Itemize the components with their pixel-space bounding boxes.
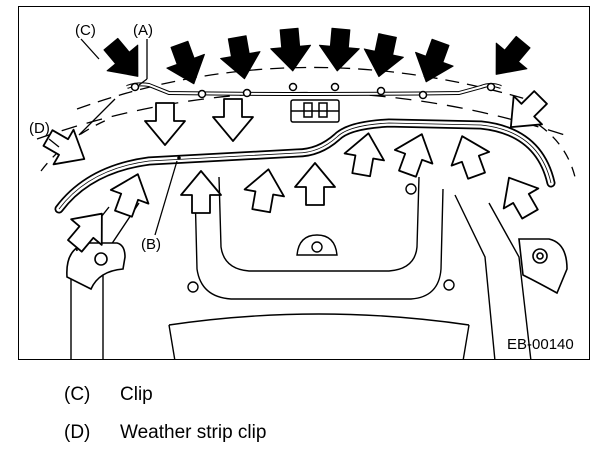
legend-text: Clip [120,384,153,405]
leader-lines [48,38,178,236]
left-hinge-bracket [66,232,126,291]
body-frame [70,176,532,359]
latch-plate [290,99,340,123]
legend-text: Weather strip clip [120,422,267,443]
legend-key: (D) [64,422,91,443]
diagram-figure: (C) (A) (D) (B) EB-00140 [18,6,590,360]
weather-strip [54,118,556,214]
right-hinge-bracket [518,238,568,295]
callout-d: (D) [29,120,50,137]
legend-item-weather-strip-clip: (D) Weather strip clip [64,422,266,444]
callout-a: (A) [133,22,153,39]
callout-b: (B) [141,236,161,253]
upper-clip-rail [126,82,502,100]
figure-id: EB-00140 [507,336,574,353]
legend-key: (C) [64,384,91,405]
clip-push-arrows [95,26,539,92]
callout-c: (C) [75,22,96,39]
legend-item-clip: (C) Clip [64,384,153,406]
diagram-drawing: (C) (A) (D) (B) EB-00140 [29,22,576,359]
